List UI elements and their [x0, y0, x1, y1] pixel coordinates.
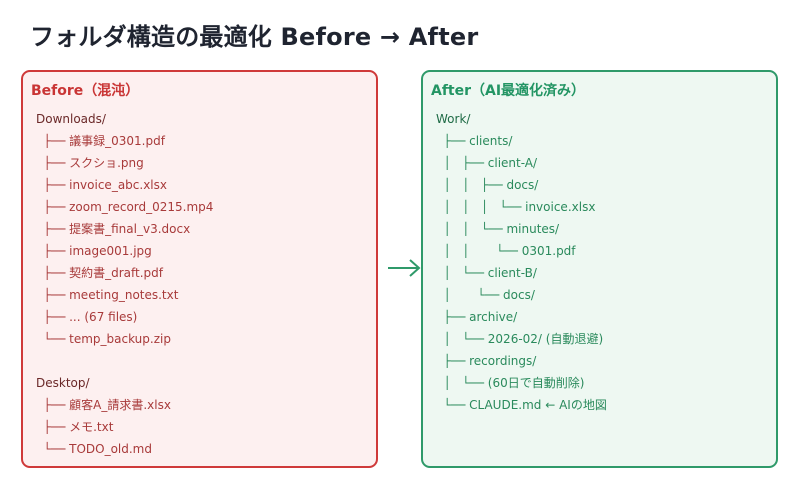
tree-item: ├── ... (67 files): [36, 310, 138, 324]
tree-item: ├── 議事録_0301.pdf: [36, 134, 165, 148]
tree-item: │ └── (60日で自動削除): [436, 376, 585, 390]
tree-item: └── TODO_old.md: [36, 442, 152, 456]
tree-item: └── CLAUDE.md ← AIの地図: [436, 398, 607, 412]
page-title: フォルダ構造の最適化 Before → After: [30, 23, 479, 51]
right-arrow-icon: [388, 259, 421, 277]
tree-item: │ │ └── 0301.pdf: [436, 244, 576, 258]
after-tree: Work/ ├── clients/ │ ├── client-A/ │ │ ├…: [436, 108, 607, 416]
before-panel: Before（混沌） Downloads/ ├── 議事録_0301.pdf ├…: [21, 70, 378, 468]
tree-item: ├── recordings/: [436, 354, 537, 368]
tree-item: │ │ ├── docs/: [436, 178, 539, 192]
tree-item: │ │ │ └── invoice.xlsx: [436, 200, 596, 214]
tree-item: │ └── 2026-02/ (自動退避): [436, 332, 604, 346]
tree-item: ├── 契約書_draft.pdf: [36, 266, 164, 280]
after-panel: After（AI最適化済み） Work/ ├── clients/ │ ├── …: [421, 70, 778, 468]
tree-item: │ ├── client-A/: [436, 156, 538, 170]
tree-item: ├── image001.jpg: [36, 244, 152, 258]
tree-root-folder: Work/: [436, 112, 471, 126]
tree-item: ├── メモ.txt: [36, 420, 114, 434]
tree-item: ├── archive/: [436, 310, 518, 324]
tree-item: │ │ └── minutes/: [436, 222, 560, 236]
tree-item: ├── スクショ.png: [36, 156, 144, 170]
before-heading: Before（混沌）: [31, 83, 140, 99]
tree-item: ├── invoice_abc.xlsx: [36, 178, 167, 192]
tree-item: │ └── docs/: [436, 288, 535, 302]
before-tree: Downloads/ ├── 議事録_0301.pdf ├── スクショ.png…: [36, 108, 213, 460]
tree-item: └── temp_backup.zip: [36, 332, 171, 346]
tree-root-folder: Downloads/: [36, 112, 106, 126]
tree-item: ├── meeting_notes.txt: [36, 288, 179, 302]
tree-item: ├── clients/: [436, 134, 513, 148]
tree-spacer: [36, 350, 213, 372]
tree-item: ├── 提案書_final_v3.docx: [36, 222, 191, 236]
tree-item: ├── zoom_record_0215.mp4: [36, 200, 214, 214]
tree-item: ├── 顧客A_請求書.xlsx: [36, 398, 171, 412]
tree-item: │ └── client-B/: [436, 266, 537, 280]
after-heading: After（AI最適化済み）: [431, 83, 586, 99]
tree-root-folder: Desktop/: [36, 376, 90, 390]
